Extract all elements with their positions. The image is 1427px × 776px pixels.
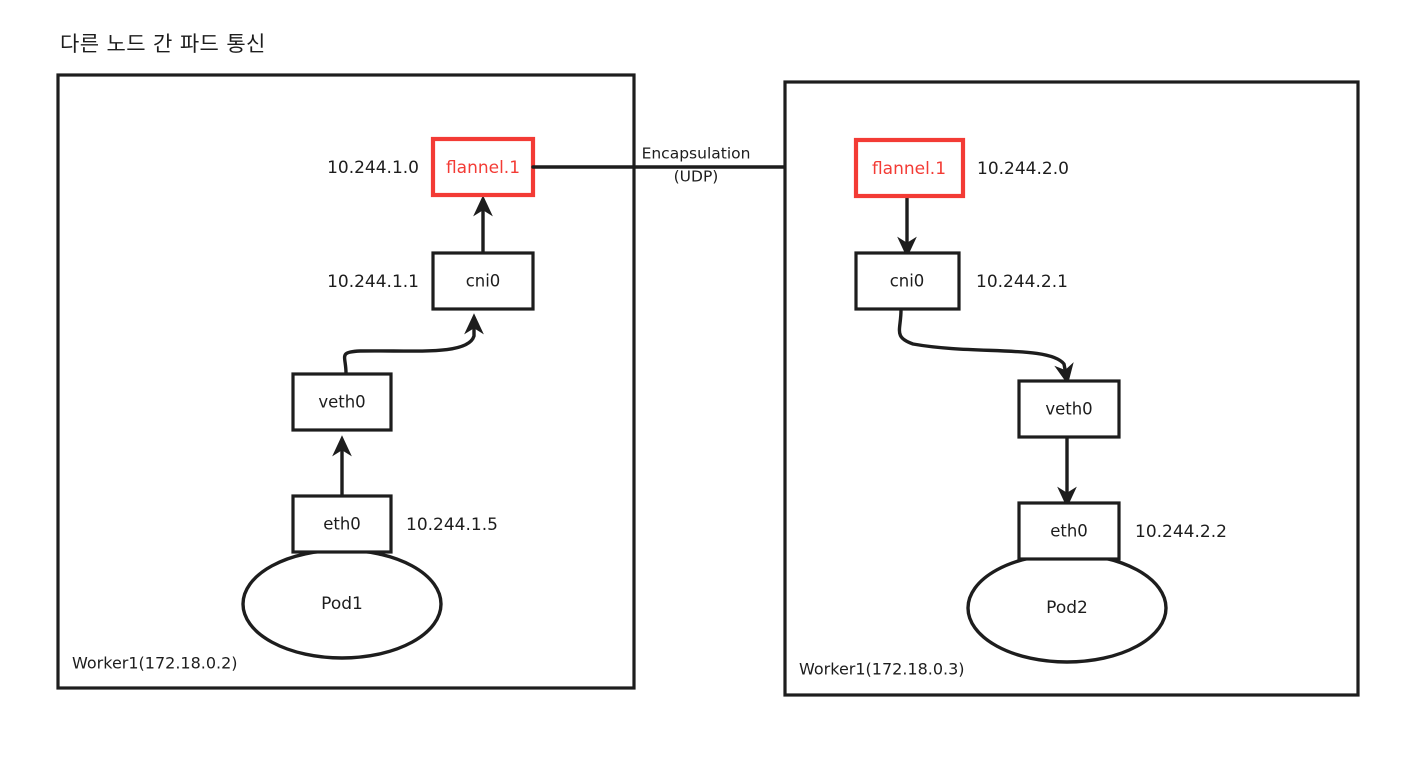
right-eth0-box[interactable] <box>1017 501 1121 561</box>
left-flannel-ip: 10.244.1.0 <box>327 158 419 178</box>
left-flannel-label: flannel.1 <box>446 158 520 178</box>
right-node-footer: Worker1(172.18.0.3) <box>799 660 965 679</box>
right-flannel-ip: 10.244.2.0 <box>977 159 1069 179</box>
right-cni0-box[interactable] <box>854 251 961 311</box>
encapsulation-label-line2: (UDP) <box>674 168 719 186</box>
right-flannel-label: flannel.1 <box>872 159 946 179</box>
right-cni0-ip: 10.244.2.1 <box>976 272 1068 292</box>
encapsulation-label-line1: Encapsulation <box>642 145 751 163</box>
left-veth0-label: veth0 <box>318 393 365 412</box>
left-cni0-ip: 10.244.1.1 <box>327 272 419 292</box>
right-cni0-label: cni0 <box>890 272 925 291</box>
right-node-group: Pod2 flannel.1 10.244.2.0 cni0 10.244.2.… <box>783 80 1360 697</box>
right-flannel-box[interactable] <box>853 137 966 199</box>
left-veth0-box[interactable] <box>291 372 393 432</box>
pod2-label: Pod2 <box>1046 598 1088 618</box>
left-cni0-label: cni0 <box>466 272 501 291</box>
right-eth0-label: eth0 <box>1050 522 1088 541</box>
left-eth0-ip: 10.244.1.5 <box>406 515 498 535</box>
right-veth0-box[interactable] <box>1017 379 1121 439</box>
right-eth0-ip: 10.244.2.2 <box>1135 522 1227 542</box>
left-node-footer: Worker1(172.18.0.2) <box>72 654 238 673</box>
left-veth0-to-cni0-arrow <box>342 313 484 375</box>
left-node-group: Pod1 eth0 10.244.1.5 veth0 cni0 10.244.1… <box>56 73 636 690</box>
left-cni0-box[interactable] <box>431 251 535 311</box>
page-title: 다른 노드 간 파드 통신 <box>60 32 266 56</box>
left-eth0-box[interactable] <box>291 494 393 554</box>
right-cni0-to-veth0-arrow <box>897 308 1074 385</box>
left-flannel-box[interactable] <box>430 136 536 198</box>
left-eth0-label: eth0 <box>323 515 361 534</box>
pod1-label: Pod1 <box>321 594 363 614</box>
right-veth0-label: veth0 <box>1045 400 1092 419</box>
